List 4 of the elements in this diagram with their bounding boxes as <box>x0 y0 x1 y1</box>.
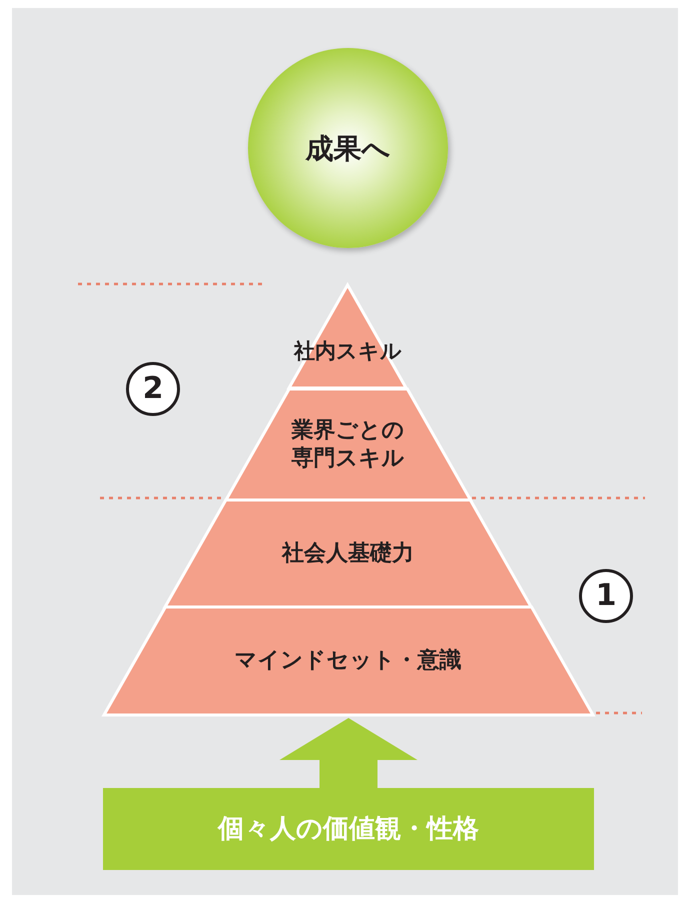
arrow <box>280 718 418 788</box>
pyramid-layer: 社内スキル <box>289 285 407 388</box>
foundation-bar: 個々人の価値観・性格 <box>103 788 594 870</box>
pyramid-layer: 社会人基礎力 <box>164 500 532 607</box>
